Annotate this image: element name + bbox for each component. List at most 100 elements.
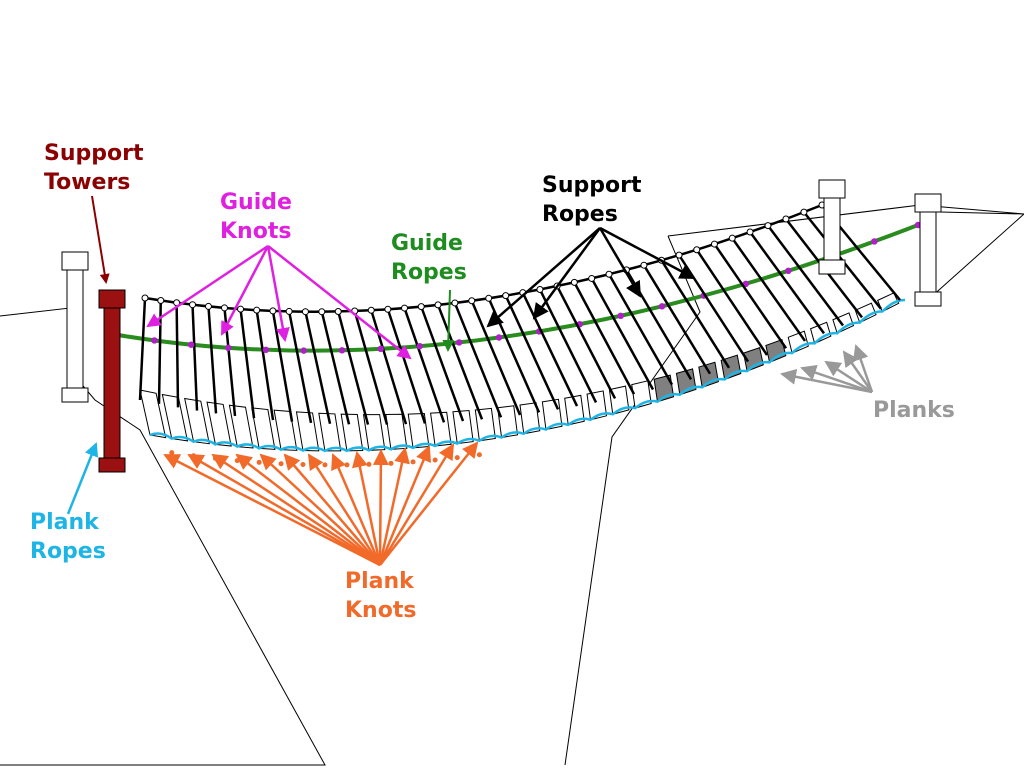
plank [586, 390, 608, 421]
guide-knots-arrow [266, 245, 290, 342]
support-rope [386, 308, 427, 424]
top-knot [334, 307, 342, 315]
top-knot [237, 305, 245, 313]
support-rope [660, 259, 731, 369]
plank-knots-arrow [163, 453, 381, 567]
top-knot [640, 261, 648, 269]
top-knot [401, 304, 409, 312]
guide-knot [300, 347, 307, 354]
right-cliff [564, 204, 1024, 766]
plank-knots-arrow [307, 453, 382, 566]
top-knot [301, 308, 309, 316]
guide-ropes-label: Guide Ropes [391, 231, 501, 285]
top-knot [800, 208, 808, 216]
top-knot [384, 305, 392, 313]
plank-knots-arrow [331, 453, 382, 566]
support-rope [353, 310, 389, 425]
plank-ropes-arrow [66, 442, 99, 515]
top-knot [485, 294, 493, 302]
top-knot [204, 302, 212, 310]
planks-arrow [800, 364, 873, 394]
support-rope [403, 307, 446, 423]
plank [139, 389, 167, 439]
planks-arrow [824, 360, 873, 394]
support-rope [642, 264, 712, 375]
post-shaft [66, 269, 84, 389]
guide-knot [871, 238, 878, 245]
plank [273, 409, 298, 451]
plank [295, 411, 320, 452]
left-back-post [61, 251, 89, 403]
guide-knots-arrow [267, 245, 412, 360]
plank-knots-arrow [378, 443, 455, 566]
guide-knots-arrow [146, 244, 269, 328]
plank [206, 401, 232, 447]
top-knot [157, 296, 165, 304]
plank-knots-arrow [283, 453, 381, 566]
support-ropes-line2: Ropes [542, 202, 618, 227]
top-knot [570, 278, 578, 286]
post-base [818, 259, 846, 275]
top-knot [220, 304, 228, 312]
plank [228, 404, 254, 449]
guide-ropes-line1: Guide [391, 231, 463, 256]
plank-knot [169, 450, 175, 456]
support-rope [337, 311, 370, 425]
support-rope [766, 224, 844, 327]
support-rope [695, 249, 769, 356]
top-knot [536, 285, 544, 293]
support-rope [436, 304, 484, 420]
post-shaft [103, 307, 121, 459]
guide-knots-label: Guide Knots [220, 190, 330, 244]
plank-knots-arrow [187, 453, 381, 567]
top-knot [588, 274, 596, 282]
plank-knots-arrow [259, 453, 381, 566]
guide-knot [658, 303, 666, 310]
support-rope [573, 281, 636, 395]
plank-knot [476, 452, 482, 458]
guide-knots-line2: Knots [220, 219, 291, 244]
top-knot [189, 301, 197, 309]
plank [318, 412, 342, 452]
plank-ropes-label: Plank Ropes [30, 510, 137, 564]
plank-knot [454, 455, 460, 461]
bridge [61, 179, 942, 473]
plank-knot [322, 462, 328, 468]
top-knot [434, 301, 442, 309]
plank-knot [432, 457, 438, 463]
support-towers-arrow [91, 195, 110, 284]
top-knot [728, 234, 736, 242]
support-rope [538, 288, 598, 403]
support-rope [320, 311, 351, 425]
plank-ropes-line2: Ropes [30, 539, 106, 564]
plank-knot [234, 458, 240, 464]
support-rope [453, 302, 503, 418]
support-ropes-arrow [598, 227, 642, 298]
planks-arrow [853, 344, 874, 393]
top-knot [782, 215, 790, 223]
support-rope [713, 243, 788, 349]
support-rope [678, 254, 750, 363]
left-cliff [0, 307, 326, 766]
support-rope [420, 306, 465, 422]
support-rope [590, 277, 655, 391]
support-ropes-arrow [486, 227, 601, 328]
top-knot [285, 307, 293, 315]
guide-knot [187, 341, 195, 348]
plank [497, 405, 519, 439]
guide-knot [455, 339, 463, 346]
plank-knots-arrow [372, 449, 389, 566]
plank [564, 394, 585, 426]
plank-knots-line2: Knots [345, 598, 416, 623]
top-knot [764, 222, 772, 230]
top-knot [269, 307, 277, 315]
planks-line1: Planks [873, 398, 955, 423]
plank-knots-arrow [378, 447, 410, 566]
support-rope [555, 285, 617, 400]
top-knot [605, 270, 613, 278]
plank-knot [278, 461, 284, 467]
annotation-arrows [66, 195, 874, 567]
support-towers-line2: Towers [44, 170, 130, 195]
right-back-post [818, 179, 846, 275]
support-rope [731, 237, 807, 342]
